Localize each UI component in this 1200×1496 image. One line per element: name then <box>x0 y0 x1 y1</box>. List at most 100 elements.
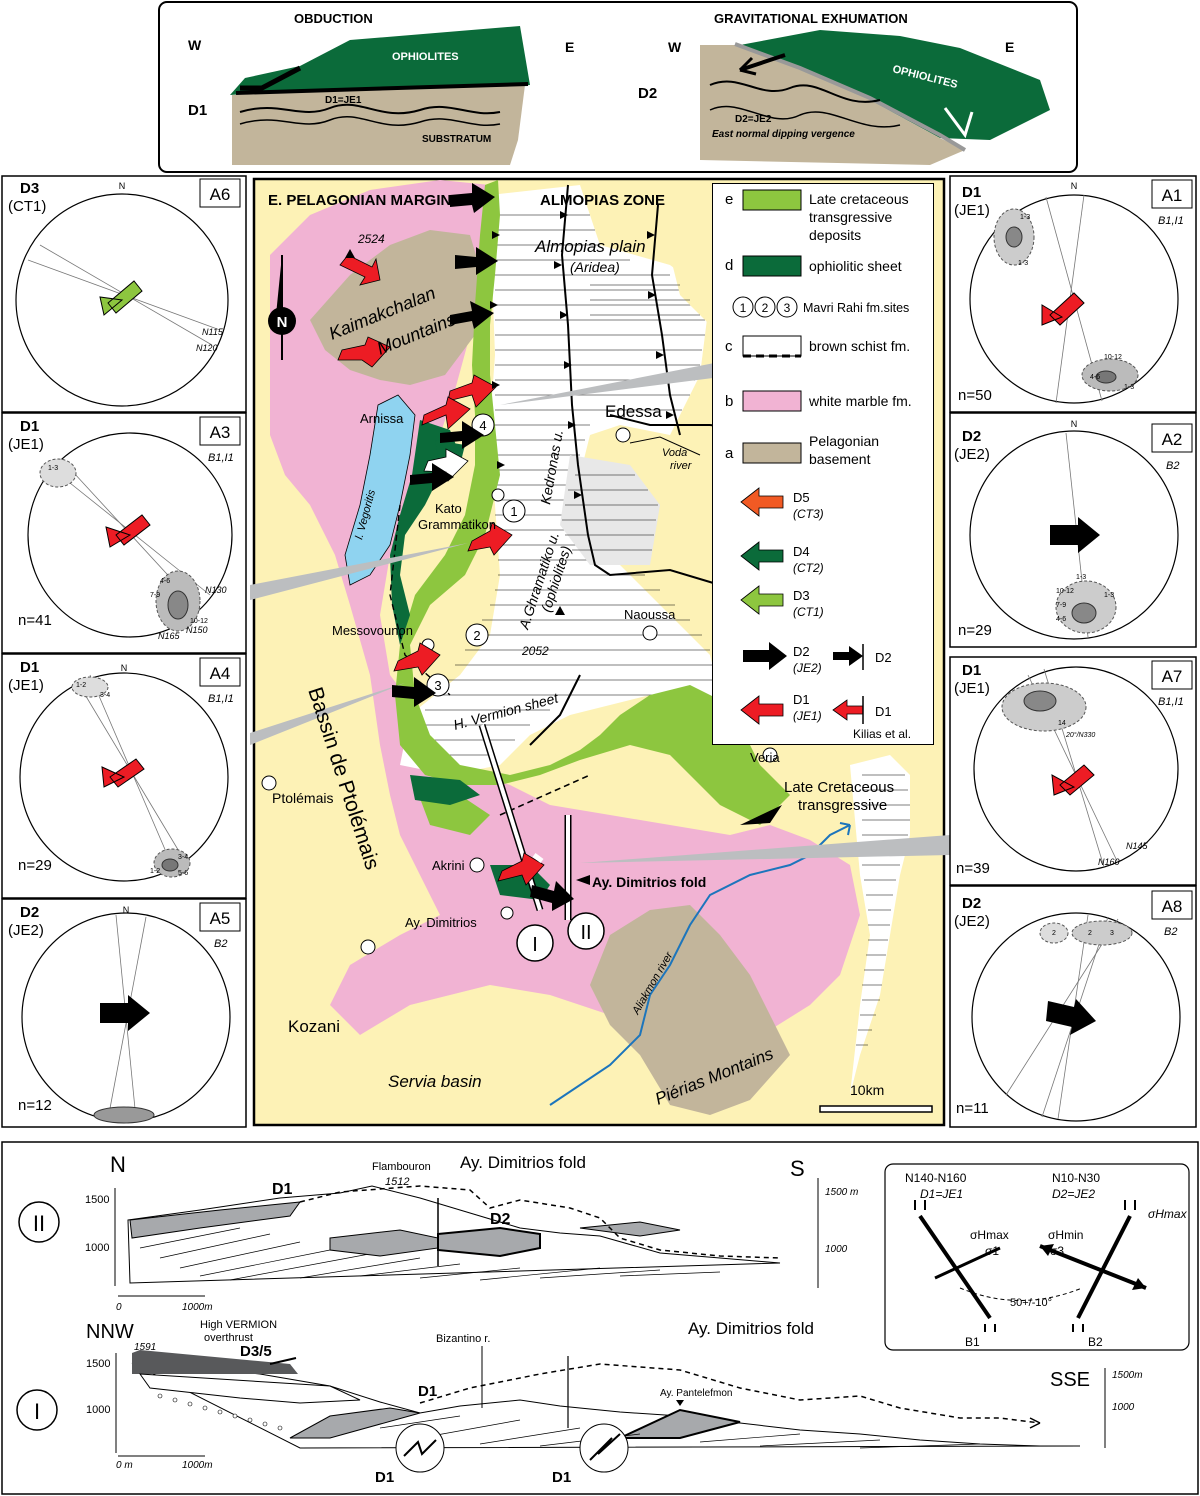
basement-pierias <box>590 905 790 1115</box>
section-I-bizantino: Bizantino r. <box>436 1333 490 1345</box>
zone-title: ALMOPIAS ZONE <box>540 192 665 209</box>
exhumation-detachment <box>734 42 967 152</box>
A3-id: A3 <box>210 423 231 442</box>
A8-phase: D2 <box>962 895 981 912</box>
section-II-unit-grey-1 <box>129 1201 302 1239</box>
A4-phase: D1 <box>20 659 39 676</box>
panel-A7 <box>949 656 1197 886</box>
legend-site-3 <box>776 296 798 318</box>
legend-d4-arrow <box>740 541 784 571</box>
arnissa-label: Arnissa <box>360 411 404 426</box>
section-I-d35-arrow <box>269 1357 297 1365</box>
fold-pointer <box>576 875 590 885</box>
transgressive-map-label: transgressive <box>798 797 887 814</box>
legend-c-letter: c <box>725 338 733 355</box>
section-I-arrowhead <box>1029 1417 1041 1429</box>
stress-sigma1-axis <box>934 1246 1001 1280</box>
exhumation-arrow-east <box>943 107 974 139</box>
obduction-thrust-line <box>235 82 529 95</box>
A8-contour-label-2: 2 <box>1088 930 1092 937</box>
A2-contour-4: 4-6 <box>1056 616 1066 623</box>
legend-site-2 <box>754 296 776 318</box>
A3-event: (JE1) <box>8 436 44 453</box>
A1-contour-1: 1-3 <box>1020 214 1030 221</box>
d1-arrow-6 <box>393 642 441 676</box>
ghramatiko-hatching <box>562 474 658 551</box>
site-2-marker <box>465 623 489 647</box>
A1-n: n=50 <box>958 387 992 404</box>
peak-2052-label: 2052 <box>521 644 549 658</box>
ay-dimitrios-label: Ay. Dimitrios <box>405 915 477 930</box>
A1-sub: B1,I1 <box>1158 215 1184 227</box>
A8-event: (JE2) <box>954 913 990 930</box>
site-1-label: 1 <box>510 504 517 519</box>
stress-sigma3-axis <box>1039 1244 1147 1290</box>
A7-event: (JE1) <box>954 680 990 697</box>
d1-arrow-7 <box>497 852 545 886</box>
legend-d3-arrow <box>740 585 784 615</box>
section-I-unit-grey-1 <box>289 1407 421 1439</box>
A3-id-box <box>199 416 241 446</box>
section-I-d1-inset-a: D1 <box>375 1469 394 1486</box>
stress-sigma3-arrowheads <box>1040 1244 1146 1290</box>
legend-d1-arrow <box>740 695 784 725</box>
exhumation-east: E <box>1005 39 1014 55</box>
A5-id: A5 <box>210 909 231 928</box>
servia-label: Servia basin <box>388 1072 482 1091</box>
legend-d1-alt: D1 <box>875 704 892 719</box>
panel-A5 <box>1 898 247 1128</box>
A1-contour-5: 1-3 <box>1124 384 1134 391</box>
section-I-r1000: 1000 <box>1112 1402 1135 1413</box>
legend-box: e Late cretaceous transgressive deposits… <box>712 183 934 745</box>
legend-sites-text: Mavri Rahi fm.sites <box>803 301 909 315</box>
section-I-unit-grey-2 <box>619 1408 741 1439</box>
voda-river-label: river <box>670 460 693 472</box>
panel-A1 <box>949 175 1197 413</box>
A1-contour-north-core <box>1005 226 1023 248</box>
A2-n: n=29 <box>958 622 992 639</box>
A8-id-box <box>1151 890 1193 920</box>
voda-label: Voda <box>662 447 687 459</box>
legend-c-swatch <box>742 335 802 357</box>
A7-d1-arrow <box>1051 764 1095 796</box>
section-I-y1000: 1000 <box>86 1404 110 1416</box>
d2-arrow-3 <box>450 301 494 329</box>
A2-contour-2: 10-12 <box>1056 588 1074 595</box>
stress-sigma3: σ3 <box>1050 1244 1064 1258</box>
stress-b1: B1 <box>965 1335 980 1349</box>
A3-n: n=41 <box>18 612 52 629</box>
A4-contour-core <box>161 858 179 872</box>
stress-shmax-left: σHmax <box>970 1228 1009 1242</box>
stress-fork-tops <box>914 1200 1136 1210</box>
A5-north: N <box>123 905 130 915</box>
d1-arrow-4 <box>421 396 471 430</box>
A1-d1-arrow <box>1041 292 1085 326</box>
section-I-label: I <box>532 934 538 956</box>
panel-A8 <box>949 885 1197 1128</box>
A4-contour-5: 5-6 <box>178 870 188 877</box>
A3-strike-1: N130 <box>205 585 227 595</box>
site-4-label: 4 <box>479 418 486 433</box>
section-I-r1500: 1500m <box>1112 1370 1143 1381</box>
A7-contour-core <box>1023 690 1057 712</box>
section-I-y1500: 1500 <box>86 1358 110 1370</box>
stress-fork-bottoms <box>984 1324 1084 1332</box>
late-cret-map-label: Late Cretaceous <box>784 779 894 796</box>
section-II-r1000: 1000 <box>825 1244 848 1255</box>
A5-event: (JE2) <box>8 922 44 939</box>
section-I-d1-inset-b: D1 <box>552 1469 571 1486</box>
A8-d2-arrow <box>1046 999 1096 1035</box>
section-I-pantelefmon: Ay. Pantelefmon <box>660 1388 732 1399</box>
A8-contour-1 <box>1039 922 1069 944</box>
section-I-id: I <box>34 1399 40 1424</box>
site-4-marker <box>471 413 495 437</box>
section-II-north: N <box>110 1152 126 1177</box>
A1-event: (JE1) <box>954 202 990 219</box>
scale-label: 10km <box>850 1082 884 1098</box>
kozani-label: Kozani <box>288 1017 340 1036</box>
A8-sub: B2 <box>1164 926 1177 938</box>
legend-d2-alt: D2 <box>875 650 892 665</box>
A6-event: (CT1) <box>8 198 46 215</box>
legend-e-text-2: transgressive <box>809 209 892 225</box>
north-arrow-head <box>276 255 282 315</box>
